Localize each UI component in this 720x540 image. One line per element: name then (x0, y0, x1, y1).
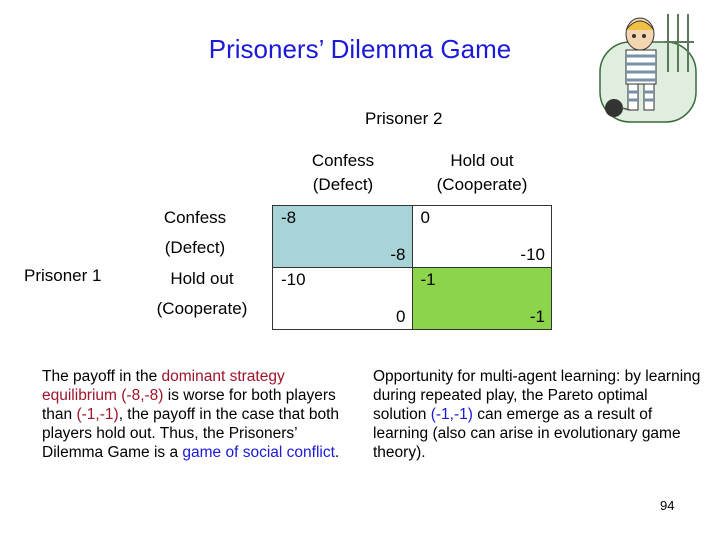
row-header-confess: Confess (Defect) (140, 203, 250, 263)
payoff-cell-holdout-holdout: -1 -1 (411, 267, 552, 330)
equilibrium-explanation: The payoff in the dominant strategy equi… (42, 367, 352, 462)
page-number: 94 (660, 498, 675, 513)
row-header-holdout: Hold out (Cooperate) (140, 264, 264, 324)
social-conflict-highlight: game of social conflict (182, 444, 335, 461)
text-run: , the payoff in the case that both playe… (42, 406, 340, 461)
column-header-holdout: Hold out (Cooperate) (422, 149, 542, 197)
slide-title: Prisoners’ Dilemma Game (208, 34, 512, 64)
column-header-line: (Cooperate) (436, 175, 528, 194)
payoff-prisoner1: -8 (281, 208, 297, 227)
payoff-cell-confess-confess: -8 -8 (272, 205, 413, 268)
prisoner1-label: Prisoner 1 (24, 266, 102, 285)
learning-explanation: Opportunity for multi-agent learning: by… (373, 367, 703, 462)
payoff-prisoner1: -10 (281, 270, 306, 289)
column-header-line: (Defect) (312, 175, 374, 194)
column-header-confess: Confess (Defect) (300, 149, 386, 197)
row-header-line: Confess (163, 208, 227, 227)
text-run: is worse for both players than (42, 387, 336, 423)
prisoner2-label: Prisoner 2 (365, 109, 443, 128)
text-run: . (334, 444, 340, 461)
column-header-line: Confess (311, 151, 375, 170)
payoff-prisoner1: 0 (420, 208, 430, 227)
payoff-prisoner2: 0 (396, 307, 406, 326)
row-header-line: (Defect) (164, 238, 226, 257)
prisoner-clipart-icon (599, 14, 697, 123)
dominant-strategy-highlight: dominant strategy equilibrium (-8,-8) (42, 368, 285, 404)
pareto-solution-highlight: (-1,-1) (430, 406, 473, 423)
payoff-prisoner2: -8 (390, 245, 406, 264)
text-run: can emerge as a result of learning (also… (373, 406, 681, 461)
payoff-cell-holdout-confess: -10 0 (272, 267, 413, 330)
cooperate-payoff-highlight: (-1,-1) (76, 406, 119, 423)
row-header-line: Hold out (170, 269, 234, 288)
row-header-line: (Cooperate) (156, 299, 248, 318)
payoff-prisoner2: -10 (520, 245, 545, 264)
text-run: Opportunity for multi-agent learning: by… (373, 368, 701, 423)
payoff-cell-confess-holdout: 0 -10 (411, 205, 552, 268)
column-header-line: Hold out (450, 151, 514, 170)
payoff-matrix: -8 -8 0 -10 -10 0 -1 -1 (272, 205, 552, 330)
payoff-prisoner1: -1 (420, 270, 436, 289)
text-run: The payoff in the (42, 368, 162, 385)
payoff-prisoner2: -1 (529, 307, 545, 326)
